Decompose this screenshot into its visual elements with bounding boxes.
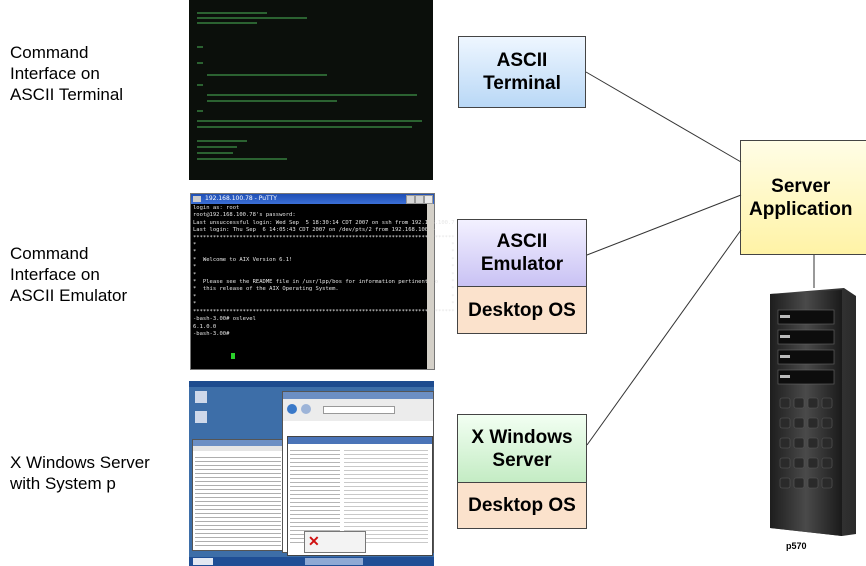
terminal-cursor [231,353,235,359]
server-tower-image [764,288,856,536]
putty-scrollbar [427,204,434,369]
xwindows-caption: X Windows Server with System p [10,453,150,493]
maximize-icon [415,195,424,204]
putty-icon [193,196,201,202]
connector-x-windows [586,229,742,446]
close-icon [424,195,433,204]
desktop-os-box-1: Desktop OS [457,286,587,334]
putty-terminal-text: login as: root root@192.168.100.78's pas… [193,205,455,337]
connector-ascii-terminal [585,71,742,163]
putty-emulator-screenshot: 192.168.100.78 - PuTTY login as: root ro… [190,193,455,370]
server-model-label: p570 [786,541,807,551]
putty-title-bar: 192.168.100.78 - PuTTY [191,194,434,204]
desktop-os-box-2: Desktop OS [457,482,587,529]
connector-ascii-emulator [586,194,742,256]
ascii-terminal-screenshot [189,0,433,180]
ascii-terminal-box: ASCII Terminal [458,36,586,108]
putty-title: 192.168.100.78 - PuTTY [205,195,277,202]
x-windows-server-box: X Windows Server [457,414,587,482]
ascii-emulator-box: ASCII Emulator [457,219,587,286]
minimize-icon [406,195,415,204]
ascii-emulator-caption: Command Interface on ASCII Emulator [10,244,128,305]
server-application-box: Server Application [740,140,866,255]
ascii-terminal-caption: Command Interface on ASCII Terminal [10,43,124,104]
xwindows-desktop-screenshot: ✕ [189,381,434,566]
